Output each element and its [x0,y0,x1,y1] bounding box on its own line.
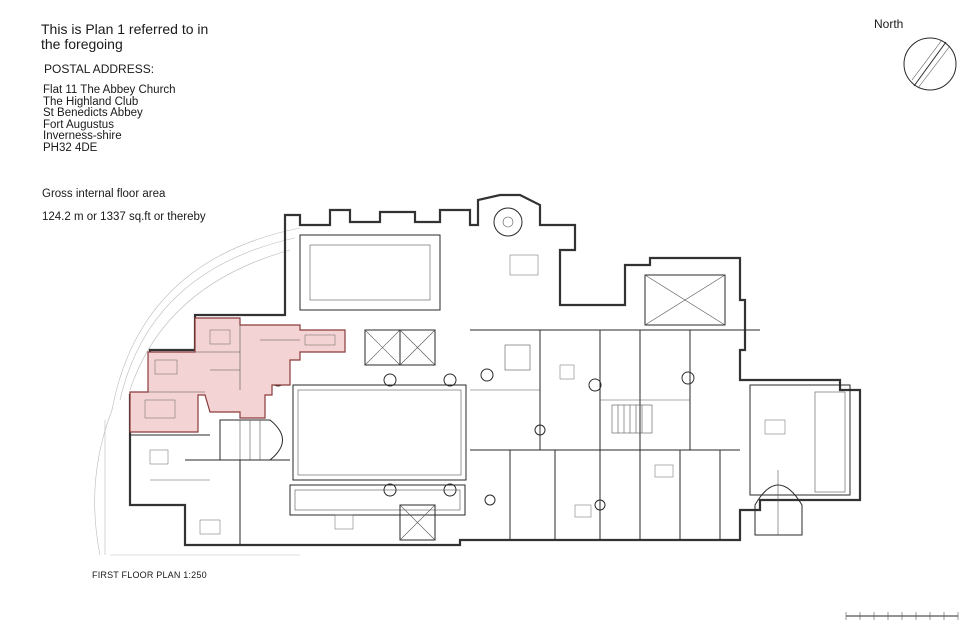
address-line: PH32 4DE [43,141,98,154]
floor-area-heading: Gross internal floor area [42,188,166,200]
address-line: Fort Augustus [43,118,114,131]
address-line: Inverness-shire [43,130,122,143]
plan-scale-label: FIRST FLOOR PLAN 1:250 [92,570,207,580]
scale-bar [845,612,959,620]
north-label: North [874,17,904,31]
floor-area-value: 124.2 m or 1337 sq.ft or thereby [42,211,206,223]
address-line: The Highland Club [43,95,139,108]
building-outline [128,193,862,547]
postal-address: Flat 11 The Abbey Church The Highland Cl… [43,84,176,155]
address-line: St Benedicts Abbey [43,107,143,120]
flat-11-highlight [129,317,346,433]
postal-address-heading: POSTAL ADDRESS: [44,62,155,76]
north-compass-icon [903,37,957,91]
site-arcs [94,227,301,556]
address-line: Flat 11 The Abbey Church [43,84,176,96]
flat-11-interior [144,325,336,419]
plan-title: This is Plan 1 referred to in the forego… [41,21,209,52]
furniture-marks [149,254,786,535]
